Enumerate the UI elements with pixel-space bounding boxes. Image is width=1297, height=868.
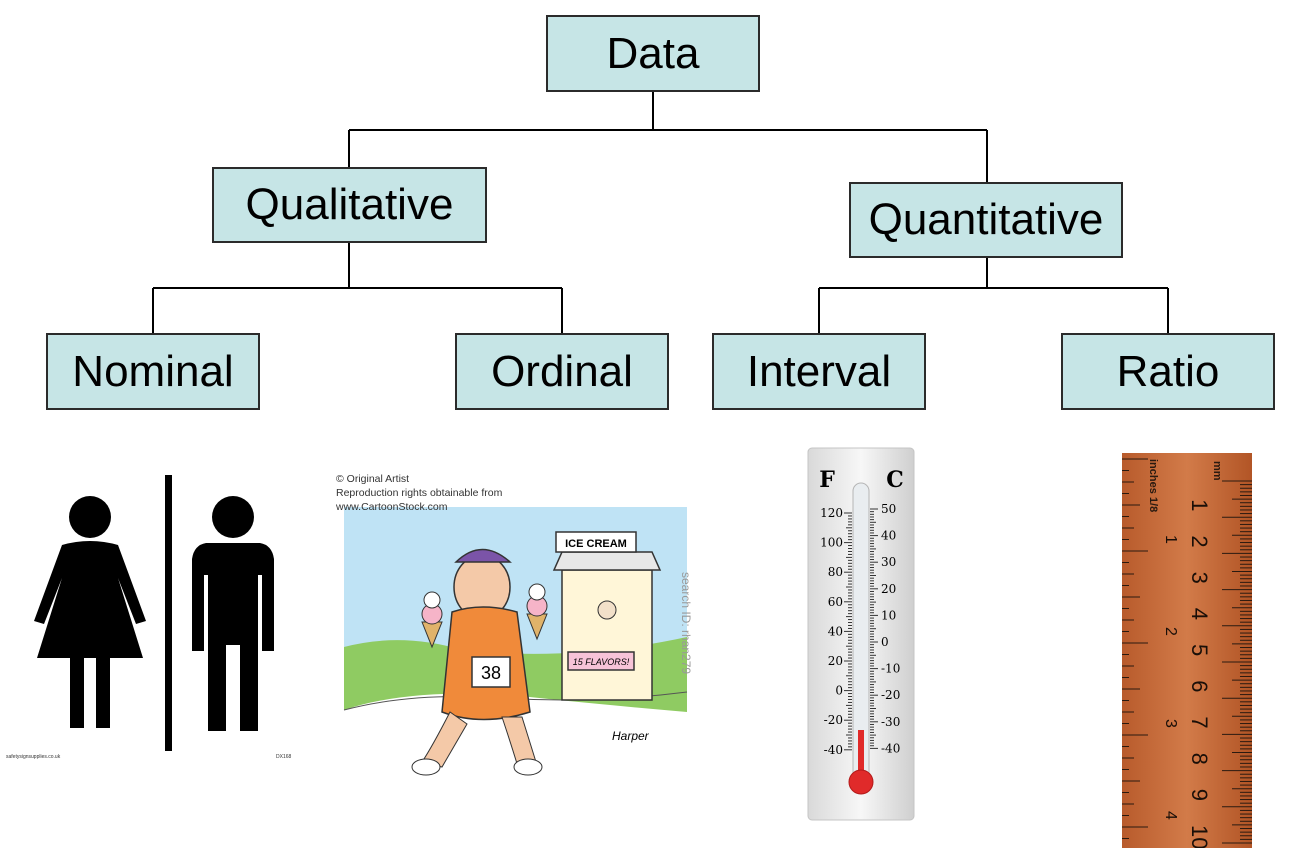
divider-bar: [165, 475, 172, 751]
ruler-cm-label: 6: [1187, 680, 1212, 692]
ruler-mm-label: mm: [1211, 461, 1223, 481]
node-nominal: Nominal: [46, 333, 260, 410]
node-quantitative-label: Quantitative: [868, 195, 1104, 244]
fahrenheit-tick-label: -20: [824, 713, 843, 727]
node-ratio: Ratio: [1061, 333, 1275, 410]
node-quantitative: Quantitative: [849, 182, 1123, 258]
fahrenheit-tick-label: -40: [824, 743, 843, 757]
mercury-bulb: [848, 769, 874, 795]
artist-signature: Harper: [612, 729, 650, 743]
fahrenheit-tick-label: 60: [828, 595, 843, 609]
ruler-cm-label: 3: [1187, 572, 1212, 584]
celsius-tick-label: 50: [881, 502, 896, 516]
ruler-inch-label: 3: [1162, 719, 1179, 728]
connector-qualitative-split: [152, 242, 563, 333]
node-interval-label: Interval: [746, 346, 892, 396]
ruler-cm-label: 9: [1187, 789, 1212, 801]
fahrenheit-label: F: [819, 467, 835, 493]
celsius-tick-label: -30: [881, 715, 900, 729]
celsius-scale: 50 40 30 20 10 0 -10 -20 -30 -40: [870, 502, 900, 755]
node-qualitative-label: Qualitative: [245, 180, 454, 229]
fahrenheit-tick-label: 40: [828, 624, 843, 638]
celsius-tick-label: -40: [881, 741, 900, 755]
fahrenheit-tick-label: 0: [835, 684, 843, 698]
node-qualitative: Qualitative: [212, 167, 487, 243]
man-figure-icon: [192, 496, 274, 731]
ice-cream-cartoon-image: ICE CREAM 15 FLAVORS! 38 © Original Arti…: [322, 462, 702, 807]
ruler-cm-label: 10: [1187, 825, 1212, 848]
ruler-ticks: [1122, 458, 1252, 844]
sign-footer-left: safetysignsupplies.co.uk: [6, 754, 61, 760]
credit-line-2: Reproduction rights obtainable from: [336, 487, 503, 499]
fahrenheit-tick-label: 120: [820, 506, 843, 520]
node-nominal-label: Nominal: [72, 346, 234, 396]
stand-sign-text: ICE CREAM: [565, 538, 627, 550]
credit-line-1: © Original Artist: [336, 473, 409, 485]
ruler-cm-label: 7: [1187, 716, 1212, 728]
fahrenheit-tick-label: 80: [828, 565, 843, 579]
credit-line-3: www.CartoonStock.com: [335, 501, 448, 513]
connector-quantitative-split: [818, 244, 1169, 333]
woman-figure-icon: [34, 496, 146, 728]
ice-cream-cone-icon: [526, 583, 548, 641]
celsius-tick-label: 40: [881, 529, 896, 543]
node-ordinal-label: Ordinal: [491, 346, 633, 396]
node-ordinal: Ordinal: [455, 333, 669, 410]
ruler-cm-label: 1: [1187, 499, 1212, 511]
sign-footer-right: DX168: [276, 754, 292, 760]
ruler-inches-label: inches 1/8: [1147, 459, 1159, 512]
celsius-tick-label: 0: [881, 635, 889, 649]
ice-cream-cone-icon: [421, 591, 443, 649]
fahrenheit-tick-label: 20: [828, 654, 843, 668]
celsius-tick-label: -20: [881, 688, 900, 702]
ruler-inch-label: 4: [1162, 811, 1179, 820]
celsius-tick-label: 10: [881, 608, 896, 622]
fahrenheit-scale: 120 100 80 60 40 20 0 -20 -40: [820, 506, 852, 757]
celsius-tick-label: -10: [881, 662, 900, 676]
runner-figure-icon: 38: [411, 548, 548, 776]
connector-data-split: [348, 92, 988, 182]
ruler-inch-label: 1: [1162, 535, 1179, 544]
fahrenheit-tick-label: 100: [820, 536, 843, 550]
search-id-text: search ID: rhan279: [679, 572, 693, 674]
celsius-tick-label: 20: [881, 582, 896, 596]
bib-number-text: 38: [481, 663, 501, 683]
ruler-cm-label: 4: [1187, 608, 1212, 620]
ruler-inch-label: 2: [1162, 627, 1179, 636]
node-interval: Interval: [712, 333, 926, 410]
celsius-tick-label: 30: [881, 555, 896, 569]
mercury-column: [858, 730, 864, 780]
restroom-sign-image: safetysignsupplies.co.uk DX168: [0, 453, 320, 766]
node-ratio-label: Ratio: [1116, 346, 1220, 396]
ruler-cm-label: 8: [1187, 753, 1212, 765]
node-data: Data: [546, 15, 760, 92]
flavors-sign-text: 15 FLAVORS!: [573, 657, 630, 667]
ice-cream-stand-icon: ICE CREAM 15 FLAVORS!: [552, 531, 662, 701]
ruler-cm-label: 2: [1187, 535, 1212, 547]
node-data-label: Data: [606, 28, 700, 78]
celsius-label: C: [886, 467, 904, 493]
ruler-cm-label: 5: [1187, 644, 1212, 656]
